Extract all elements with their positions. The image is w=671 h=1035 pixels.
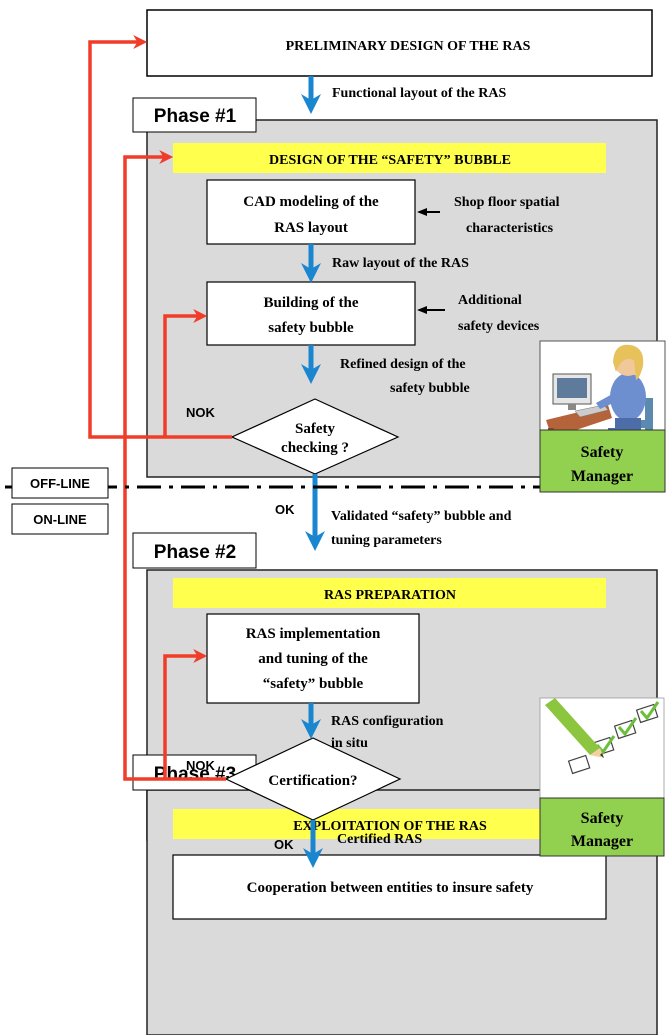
label-validated-1: Validated “safety” bubble and: [331, 509, 512, 524]
phase1-tab: [132, 97, 257, 133]
offline-tag: [11, 467, 109, 499]
checklist-pencil-icon: [539, 697, 665, 799]
phase2-banner: [173, 578, 606, 608]
cad-modeling-box: [206, 179, 416, 245]
label-validated-2: tuning parameters: [331, 533, 442, 548]
phase1-tab-label: Phase #1: [154, 106, 237, 127]
building-bubble-line2: safety bubble: [268, 320, 354, 336]
red-loop-to-building: [163, 309, 208, 437]
ok-label-2: OK: [274, 837, 294, 852]
phase3-banner-label: EXPLOITATION OF THE RAS: [293, 819, 487, 834]
safety-manager-1-line1: Safety: [581, 444, 624, 461]
ras-implementation-line2: and tuning of the: [258, 651, 368, 667]
phase1-banner: [173, 143, 606, 173]
building-bubble-line1: Building of the: [263, 295, 358, 311]
label-shop-floor-1: Shop floor spatial: [454, 195, 560, 210]
phase2-banner-label: RAS PREPARATION: [324, 588, 456, 603]
safety-manager-1-badge: [539, 429, 666, 493]
preliminary-design-box: [146, 9, 653, 77]
cad-modeling-line2: RAS layout: [274, 220, 348, 236]
phase2-tab: [132, 532, 257, 569]
safety-manager-2-line1: Safety: [581, 810, 624, 827]
red-loop-to-phase1-banner: [123, 150, 226, 781]
safety-checking-line2: checking ?: [281, 440, 349, 456]
nok-label-phase2: NOK: [186, 758, 216, 773]
offline-tag-label: OFF-LINE: [30, 476, 90, 491]
label-raw-layout: Raw layout of the RAS: [332, 256, 469, 271]
label-certified: Certified RAS: [337, 832, 422, 847]
label-refined-design-2: safety bubble: [390, 381, 470, 396]
certification-label: Certification?: [268, 773, 357, 789]
label-ras-config-1: RAS configuration: [331, 714, 444, 729]
online-tag: [11, 503, 109, 535]
preliminary-design-title: PRELIMINARY DESIGN OF THE RAS: [286, 39, 531, 54]
label-shop-floor-2: characteristics: [466, 221, 554, 236]
cooperation-label: Cooperation between entities to insure s…: [247, 880, 534, 896]
label-ras-config-2: in situ: [331, 736, 368, 751]
phase2-tab-label: Phase #2: [154, 542, 236, 563]
label-refined-design-1: Refined design of the: [340, 357, 466, 372]
ras-implementation-line3: “safety” bubble: [263, 676, 364, 692]
cad-modeling-line1: CAD modeling of the: [243, 194, 379, 210]
phase3-tab: [132, 754, 257, 791]
online-tag-label: ON-LINE: [33, 512, 87, 527]
ok-label-1: OK: [275, 502, 295, 517]
red-loop-to-top: [88, 35, 232, 439]
safety-manager-2-line2: Manager: [571, 833, 633, 850]
safety-checking-line1: Safety: [295, 421, 335, 437]
red-loop-to-implementation: [163, 649, 208, 779]
label-additional-2: safety devices: [458, 319, 540, 334]
phase3-banner: [173, 809, 606, 839]
safety-manager-2-badge: [539, 797, 665, 857]
label-functional-layout: Functional layout of the RAS: [332, 86, 506, 101]
safety-manager-1-line2: Manager: [571, 468, 633, 485]
phase1-banner-label: DESIGN OF THE “SAFETY” BUBBLE: [269, 153, 511, 168]
ras-implementation-line1: RAS implementation: [246, 626, 381, 642]
cooperation-box: [172, 854, 607, 920]
label-additional-1: Additional: [458, 293, 522, 308]
nok-label-phase1: NOK: [186, 405, 216, 420]
